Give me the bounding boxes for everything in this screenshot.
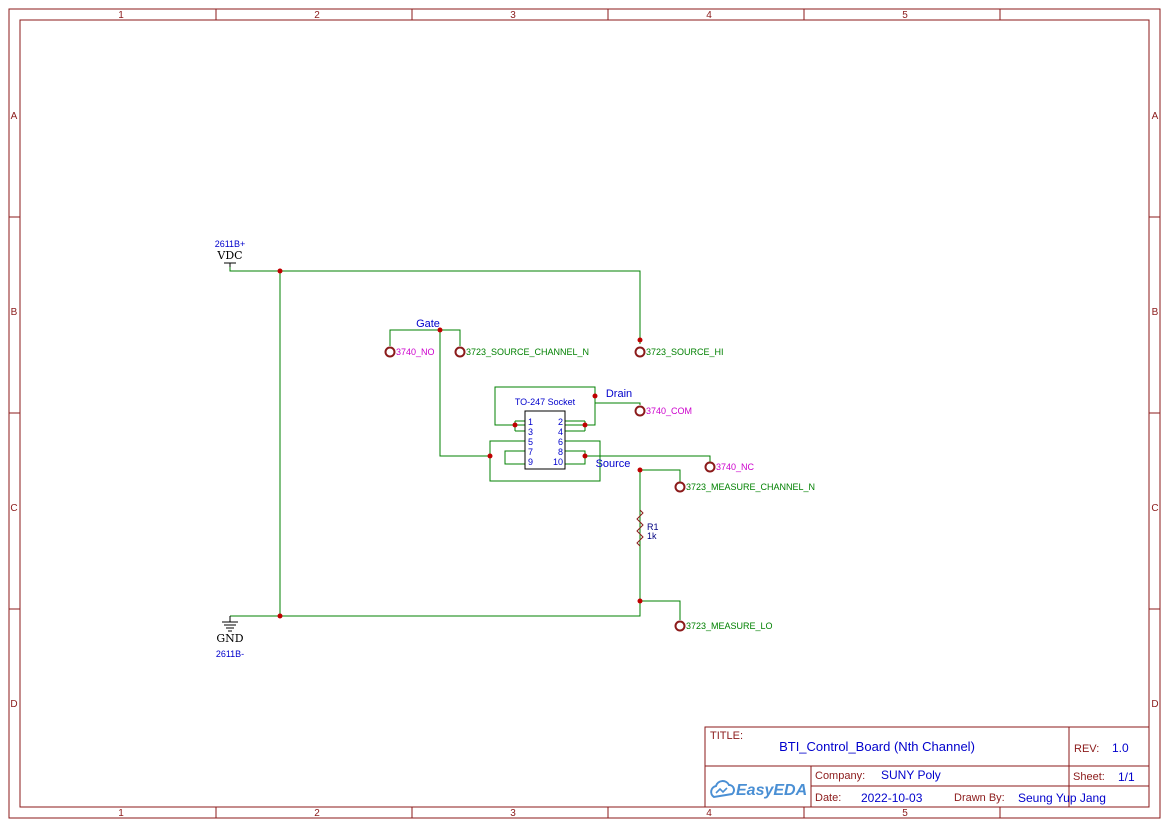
port-label-3723-source-channel-n: 3723_SOURCE_CHANNEL_N — [466, 347, 589, 357]
port-circle — [704, 461, 716, 473]
socket-pin-number: 8 — [558, 447, 563, 457]
frame-col-label: 3 — [510, 808, 516, 819]
gnd-symbol — [222, 616, 238, 632]
frame-col-label: 4 — [706, 808, 712, 819]
frame-row-label: C — [10, 503, 17, 514]
vdc-symbol: 2611B+ VDC — [215, 239, 246, 267]
date-value: 2022-10-03 — [861, 791, 923, 805]
socket-pin-number: 2 — [558, 417, 563, 427]
socket-pin-number: 5 — [528, 437, 533, 447]
sheet-frame — [8, 8, 1161, 819]
easyeda-logo: EasyEDA — [710, 780, 807, 799]
port-label-3723-measure-channel-n: 3723_MEASURE_CHANNEL_N — [686, 482, 815, 492]
sheet-value: 1/1 — [1118, 770, 1135, 784]
frame-row-label: B — [11, 307, 18, 318]
net-label-drain: Drain — [606, 388, 632, 400]
resistor-value: 1k — [647, 531, 657, 541]
resistor-r1: R1 1k — [636, 509, 659, 547]
junction-dot — [277, 268, 283, 274]
frame-col-label: 2 — [314, 10, 320, 21]
frame-row-label: A — [11, 111, 18, 122]
port-label-3740-com: 3740_COM — [646, 406, 692, 416]
socket-pin-number: 9 — [528, 457, 533, 467]
port-circle — [634, 405, 646, 417]
company-label: Company: — [815, 770, 865, 782]
gnd-net-label: 2611B- — [216, 649, 244, 659]
gnd-symbol-label: GND — [216, 632, 243, 645]
vdc-net-label: 2611B+ — [215, 239, 246, 249]
junction-dot — [582, 453, 588, 459]
junction-dot — [637, 467, 643, 473]
frame-row-label: D — [1151, 699, 1158, 710]
frame-col-label: 1 — [118, 808, 124, 819]
cloud-icon — [710, 780, 735, 799]
socket-pin-number: 3 — [528, 427, 533, 437]
sheet-title: BTI_Control_Board (Nth Channel) — [779, 739, 975, 754]
junction-dot — [437, 327, 443, 333]
socket-pin-number: 6 — [558, 437, 563, 447]
socket-pin-number: 1 — [528, 417, 533, 427]
frame-row-label: D — [10, 699, 17, 710]
to247-socket: TO-247 Socket 1 3 5 7 9 2 4 6 8 10 — [515, 397, 576, 470]
wires — [229, 263, 711, 620]
socket-pin-number: 7 — [528, 447, 533, 457]
title-label: TITLE: — [710, 730, 743, 742]
net-label-source: Source — [596, 458, 631, 470]
rev-label: REV: — [1074, 743, 1099, 755]
port-label-3723-measure-lo: 3723_MEASURE_LO — [686, 621, 773, 631]
net-label-gate: Gate — [416, 318, 440, 330]
frame-col-label: 5 — [902, 808, 908, 819]
frame-col-label: 2 — [314, 808, 320, 819]
port-label-3723-source-hi: 3723_SOURCE_HI — [646, 347, 724, 357]
port-circle — [384, 346, 396, 358]
drawn-by-label: Drawn By: — [954, 792, 1005, 804]
junction-dot — [277, 613, 283, 619]
junction-dot — [637, 337, 643, 343]
frame-row-label: C — [1151, 503, 1158, 514]
frame-col-label: 4 — [706, 10, 712, 21]
sheet-label: Sheet: — [1073, 771, 1105, 783]
socket-name: TO-247 Socket — [515, 397, 576, 407]
junctions — [277, 268, 643, 619]
company-value: SUNY Poly — [881, 768, 941, 782]
socket-pin-number: 4 — [558, 427, 563, 437]
resistor-designator: R1 — [647, 522, 659, 532]
port-circle — [674, 481, 686, 493]
date-label: Date: — [815, 792, 841, 804]
junction-dot — [592, 393, 598, 399]
easyeda-logo-text: EasyEDA — [736, 782, 807, 799]
port-circle — [674, 620, 686, 632]
junction-dot — [637, 598, 643, 604]
port-label-3740-no: 3740_NO — [396, 347, 435, 357]
frame-row-label: A — [1152, 111, 1159, 122]
junction-dot — [582, 422, 588, 428]
frame-row-label: B — [1152, 307, 1159, 318]
port-circle — [634, 346, 646, 358]
ports — [384, 346, 716, 632]
title-block — [704, 726, 1150, 808]
port-label-3740-nc: 3740_NC — [716, 462, 755, 472]
port-circle — [454, 346, 466, 358]
junction-dot — [512, 422, 518, 428]
socket-pin-number: 10 — [553, 457, 563, 467]
rev-value: 1.0 — [1112, 741, 1129, 755]
frame-col-label: 3 — [510, 10, 516, 21]
frame-col-label: 5 — [902, 10, 908, 21]
cloud-icon-inner — [715, 787, 728, 794]
drawn-by-value: Seung Yup Jang — [1018, 791, 1106, 805]
frame-col-label: 1 — [118, 10, 124, 21]
junction-dot — [487, 453, 493, 459]
vdc-symbol-label: VDC — [216, 249, 242, 262]
